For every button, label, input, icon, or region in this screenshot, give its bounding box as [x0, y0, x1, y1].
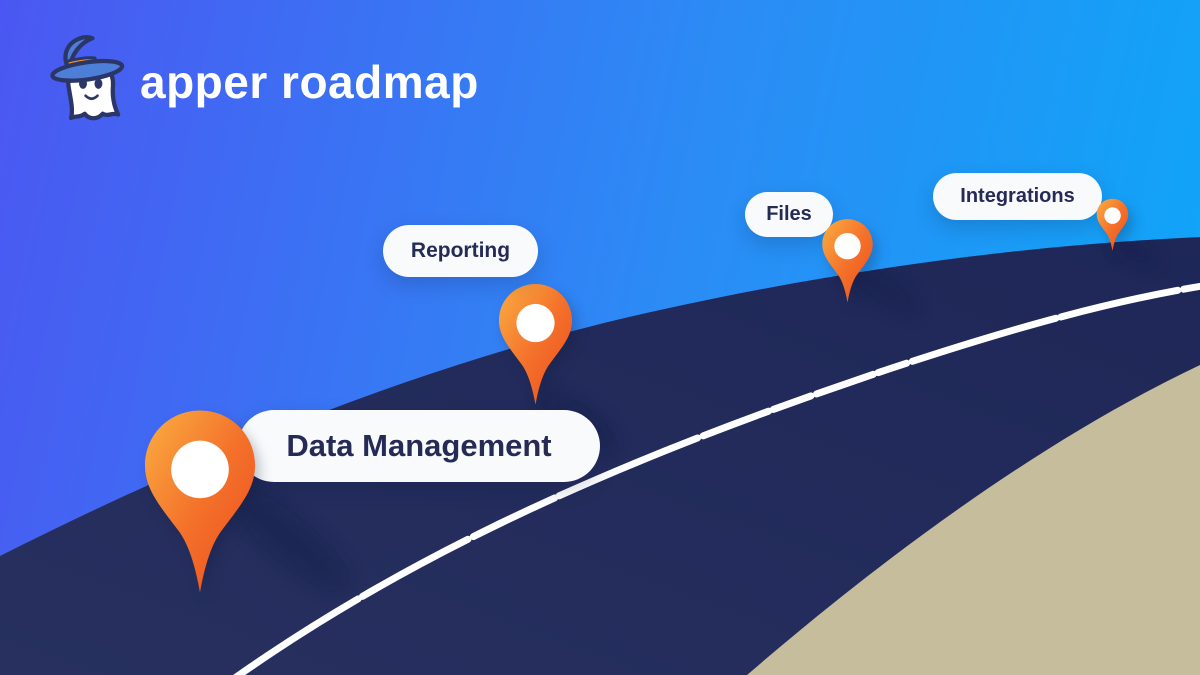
map-pin-files-icon	[822, 219, 873, 303]
wizard-ghost-mascot-icon	[50, 35, 125, 121]
map-pin-integrations-icon	[1096, 198, 1129, 251]
ghost-smile	[84, 94, 99, 100]
road-center-line	[228, 280, 1200, 675]
brand-logo: apper roadmap	[46, 34, 479, 130]
wizard-hat-brim	[50, 58, 125, 83]
ghost-eye-left	[79, 78, 87, 89]
milestone-label-integrations: Integrations	[933, 173, 1102, 220]
milestone-label-files: Files	[745, 192, 833, 237]
map-pin-reporting-icon	[498, 283, 573, 405]
ghost-eye-right	[94, 78, 103, 89]
map-pin-data-management-icon	[144, 410, 256, 593]
brand-title: apper roadmap	[140, 56, 479, 108]
wizard-hat-cone	[63, 35, 95, 72]
land-shape	[747, 365, 1200, 675]
milestone-label-reporting: Reporting	[383, 225, 538, 277]
milestone-label-data-management: Data Management	[238, 410, 600, 482]
